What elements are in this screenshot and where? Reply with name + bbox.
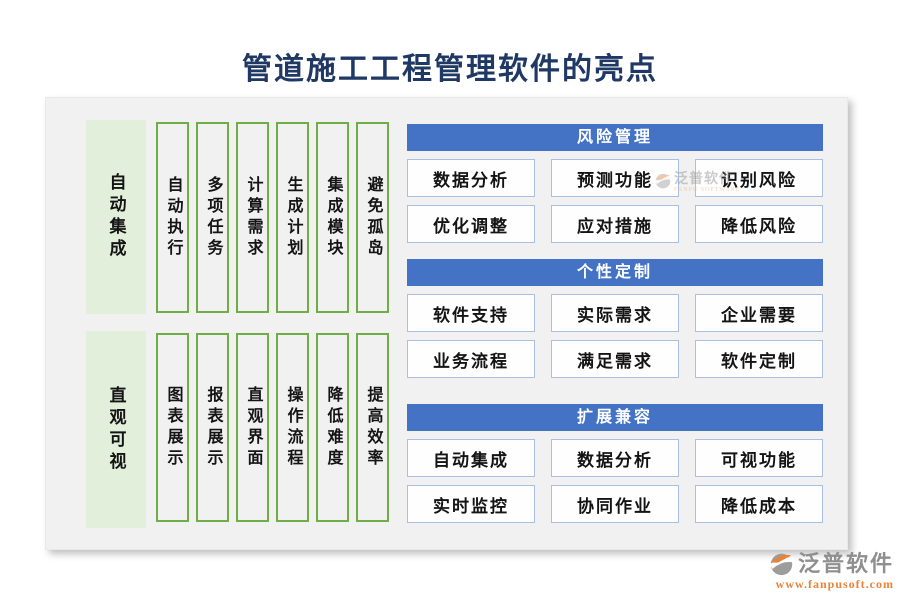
section-customization: 个性定制 软件支持 实际需求 企业需要 业务流程 满足需求 软件定制 xyxy=(407,259,823,378)
feature-tag: 自动集成 xyxy=(407,439,535,477)
feature-column-text: 避免孤岛 xyxy=(364,175,382,260)
page-title: 管道施工工程管理软件的亮点 xyxy=(242,53,658,86)
feature-column-text: 生成计划 xyxy=(284,175,302,260)
feature-column-text: 报表展示 xyxy=(204,385,222,470)
footer-brand: 泛普软件 www.fanpusoft.com xyxy=(768,551,894,592)
feature-row: 自动集成 数据分析 可视功能 xyxy=(407,439,823,477)
feature-tag: 实时监控 xyxy=(407,485,535,523)
section-header-customization: 个性定制 xyxy=(407,259,823,286)
feature-tag: 降低成本 xyxy=(695,485,823,523)
section-compatibility: 扩展兼容 自动集成 数据分析 可视功能 实时监控 协同作业 降低成本 xyxy=(407,404,823,523)
feature-column: 计算需求 xyxy=(236,122,269,313)
feature-tag: 预测功能 xyxy=(551,159,679,197)
group-label-auto-integration: 自动集成 xyxy=(86,120,146,314)
feature-column: 图表展示 xyxy=(156,333,189,522)
feature-tag: 实际需求 xyxy=(551,294,679,332)
feature-column: 提高效率 xyxy=(356,333,389,522)
feature-column: 降低难度 xyxy=(316,333,349,522)
feature-row: 业务流程 满足需求 软件定制 xyxy=(407,340,823,378)
feature-column: 操作流程 xyxy=(276,333,309,522)
feature-tag: 满足需求 xyxy=(551,340,679,378)
feature-row: 优化调整 应对措施 降低风险 xyxy=(407,205,823,243)
feature-tag: 软件支持 xyxy=(407,294,535,332)
feature-tag: 企业需要 xyxy=(695,294,823,332)
feature-column: 报表展示 xyxy=(196,333,229,522)
content-panel: 自动集成 自动执行 多项任务 计算需求 生成计划 集成模块 避免孤岛 直观可视 … xyxy=(45,97,848,550)
feature-column: 自动执行 xyxy=(156,122,189,313)
feature-column-text: 多项任务 xyxy=(204,175,222,260)
section-header-compatibility: 扩展兼容 xyxy=(407,404,823,431)
feature-column-text: 提高效率 xyxy=(364,385,382,470)
feature-column-text: 自动执行 xyxy=(164,175,182,260)
feature-tag: 优化调整 xyxy=(407,205,535,243)
feature-column: 生成计划 xyxy=(276,122,309,313)
feature-tag: 软件定制 xyxy=(695,340,823,378)
feature-tag: 应对措施 xyxy=(551,205,679,243)
section-header-risk-management: 风险管理 xyxy=(407,124,823,151)
feature-column-text: 集成模块 xyxy=(324,175,342,260)
feature-row: 软件支持 实际需求 企业需要 xyxy=(407,294,823,332)
feature-row: 实时监控 协同作业 降低成本 xyxy=(407,485,823,523)
feature-column: 集成模块 xyxy=(316,122,349,313)
feature-column-text: 图表展示 xyxy=(164,385,182,470)
feature-row: 数据分析 预测功能 识别风险 xyxy=(407,159,823,197)
feature-column: 避免孤岛 xyxy=(356,122,389,313)
group-label-visual: 直观可视 xyxy=(86,331,146,528)
feature-tag: 业务流程 xyxy=(407,340,535,378)
feature-column: 直观界面 xyxy=(236,333,269,522)
feature-column-text: 降低难度 xyxy=(324,385,342,470)
group-label-text: 直观可视 xyxy=(106,385,126,474)
feature-column-text: 操作流程 xyxy=(284,385,302,470)
brand-name: 泛普软件 xyxy=(797,550,894,576)
section-risk-management: 风险管理 数据分析 预测功能 识别风险 优化调整 应对措施 降低风险 xyxy=(407,124,823,243)
feature-tag: 数据分析 xyxy=(551,439,679,477)
feature-tag: 降低风险 xyxy=(695,205,823,243)
feature-column-text: 计算需求 xyxy=(244,175,262,260)
feature-column: 多项任务 xyxy=(196,122,229,313)
feature-tag: 可视功能 xyxy=(695,439,823,477)
feature-column-text: 直观界面 xyxy=(244,385,262,470)
feature-tag: 数据分析 xyxy=(407,159,535,197)
fanpu-logo-icon xyxy=(769,553,794,576)
feature-tag: 识别风险 xyxy=(695,159,823,197)
feature-tag: 协同作业 xyxy=(551,485,679,523)
group-label-text: 自动集成 xyxy=(106,173,126,261)
brand-url: www.fanpusoft.com xyxy=(775,577,894,591)
